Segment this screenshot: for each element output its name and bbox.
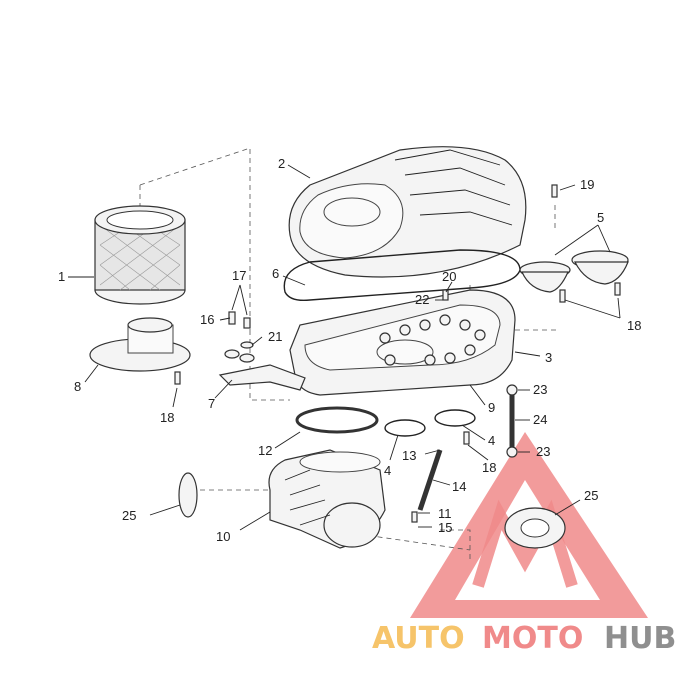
- callout-9: 9: [488, 400, 495, 415]
- callout-23b: 23: [536, 444, 550, 459]
- watermark-auto: AUTO: [372, 621, 465, 656]
- callout-8: 8: [74, 379, 81, 394]
- watermark-text: AUTO MOTO HUB: [372, 621, 676, 656]
- callout-7: 7: [208, 396, 215, 411]
- callout-10: 10: [216, 529, 230, 544]
- callout-1: 1: [58, 269, 65, 284]
- o-ring-right: [434, 409, 476, 427]
- watermark-moto: MOTO: [482, 621, 583, 656]
- callout-14: 14: [452, 479, 466, 494]
- callout-18b: 18: [482, 460, 496, 475]
- o-ring-left: [384, 419, 426, 437]
- callout-2: 2: [278, 156, 285, 171]
- air-box-base: [289, 289, 516, 396]
- callout-22: 22: [415, 292, 429, 307]
- callout-12: 12: [258, 443, 272, 458]
- mounting-bosses: [379, 314, 486, 366]
- callout-11: 11: [438, 506, 452, 521]
- callout-16: 16: [200, 312, 214, 327]
- hose-clamp-top: [506, 384, 518, 396]
- callout-15: 15: [438, 520, 452, 535]
- callout-23a: 23: [533, 382, 547, 397]
- callout-18c: 18: [627, 318, 641, 333]
- callout-6: 6: [272, 266, 279, 281]
- leader-lines: [68, 164, 621, 531]
- callout-5: 5: [597, 210, 604, 225]
- intake-duct: [268, 449, 386, 549]
- callout-20: 20: [442, 269, 456, 284]
- callout-25a: 25: [122, 508, 136, 523]
- guide-line: [440, 529, 471, 560]
- callout-13: 13: [402, 448, 416, 463]
- breather-hose: [417, 449, 443, 511]
- hose-clamp-bottom: [506, 446, 518, 458]
- air-filter: [94, 205, 186, 305]
- callout-18a: 18: [160, 410, 174, 425]
- callout-24: 24: [533, 412, 547, 427]
- watermark-hub: HUB: [604, 621, 676, 656]
- callout-21: 21: [268, 329, 282, 344]
- seal-left: [178, 472, 198, 518]
- callout-4b: 4: [488, 433, 495, 448]
- watermark-triangle: [410, 432, 648, 618]
- callout-4a: 4: [384, 463, 391, 478]
- filter-base-plate: [89, 317, 191, 372]
- callout-3: 3: [545, 350, 552, 365]
- seal-right-hole: [520, 518, 550, 538]
- air-box-cover: [288, 146, 527, 278]
- mounting-bracket: [218, 364, 306, 391]
- guide-line: [139, 147, 251, 330]
- callout-25b: 25: [584, 488, 598, 503]
- callouts: 1 2 3 4 4 5 6 7 8 9 10 11 12 13 14 15 16…: [58, 156, 641, 544]
- intake-funnels: [519, 250, 629, 293]
- callout-17: 17: [232, 268, 246, 283]
- callout-19: 19: [580, 177, 594, 192]
- hardware-bolts: [174, 184, 621, 523]
- clamp-ring: [295, 406, 379, 434]
